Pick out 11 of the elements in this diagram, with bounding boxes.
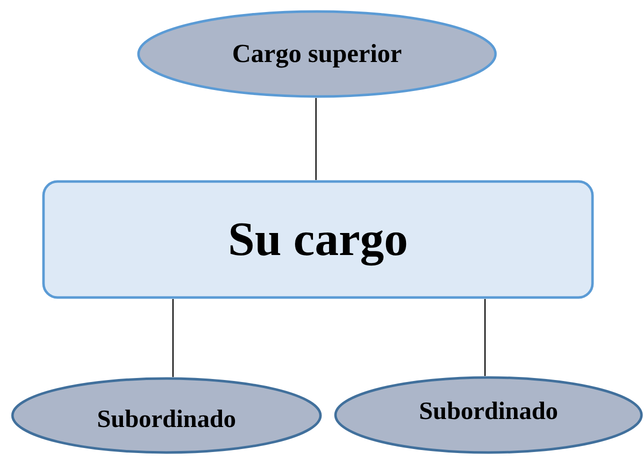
connector-line <box>315 98 317 180</box>
role-label: Cargo superior <box>232 39 402 69</box>
role-label: Su cargo <box>228 212 408 267</box>
role-ellipse <box>334 376 643 454</box>
connector-line <box>172 299 174 378</box>
role-box <box>42 180 594 299</box>
role-label: Subordinado <box>97 406 236 434</box>
role-ellipse <box>137 10 497 98</box>
connector-line <box>484 299 486 376</box>
role-label: Subordinado <box>419 398 558 426</box>
role-ellipse <box>11 377 322 454</box>
